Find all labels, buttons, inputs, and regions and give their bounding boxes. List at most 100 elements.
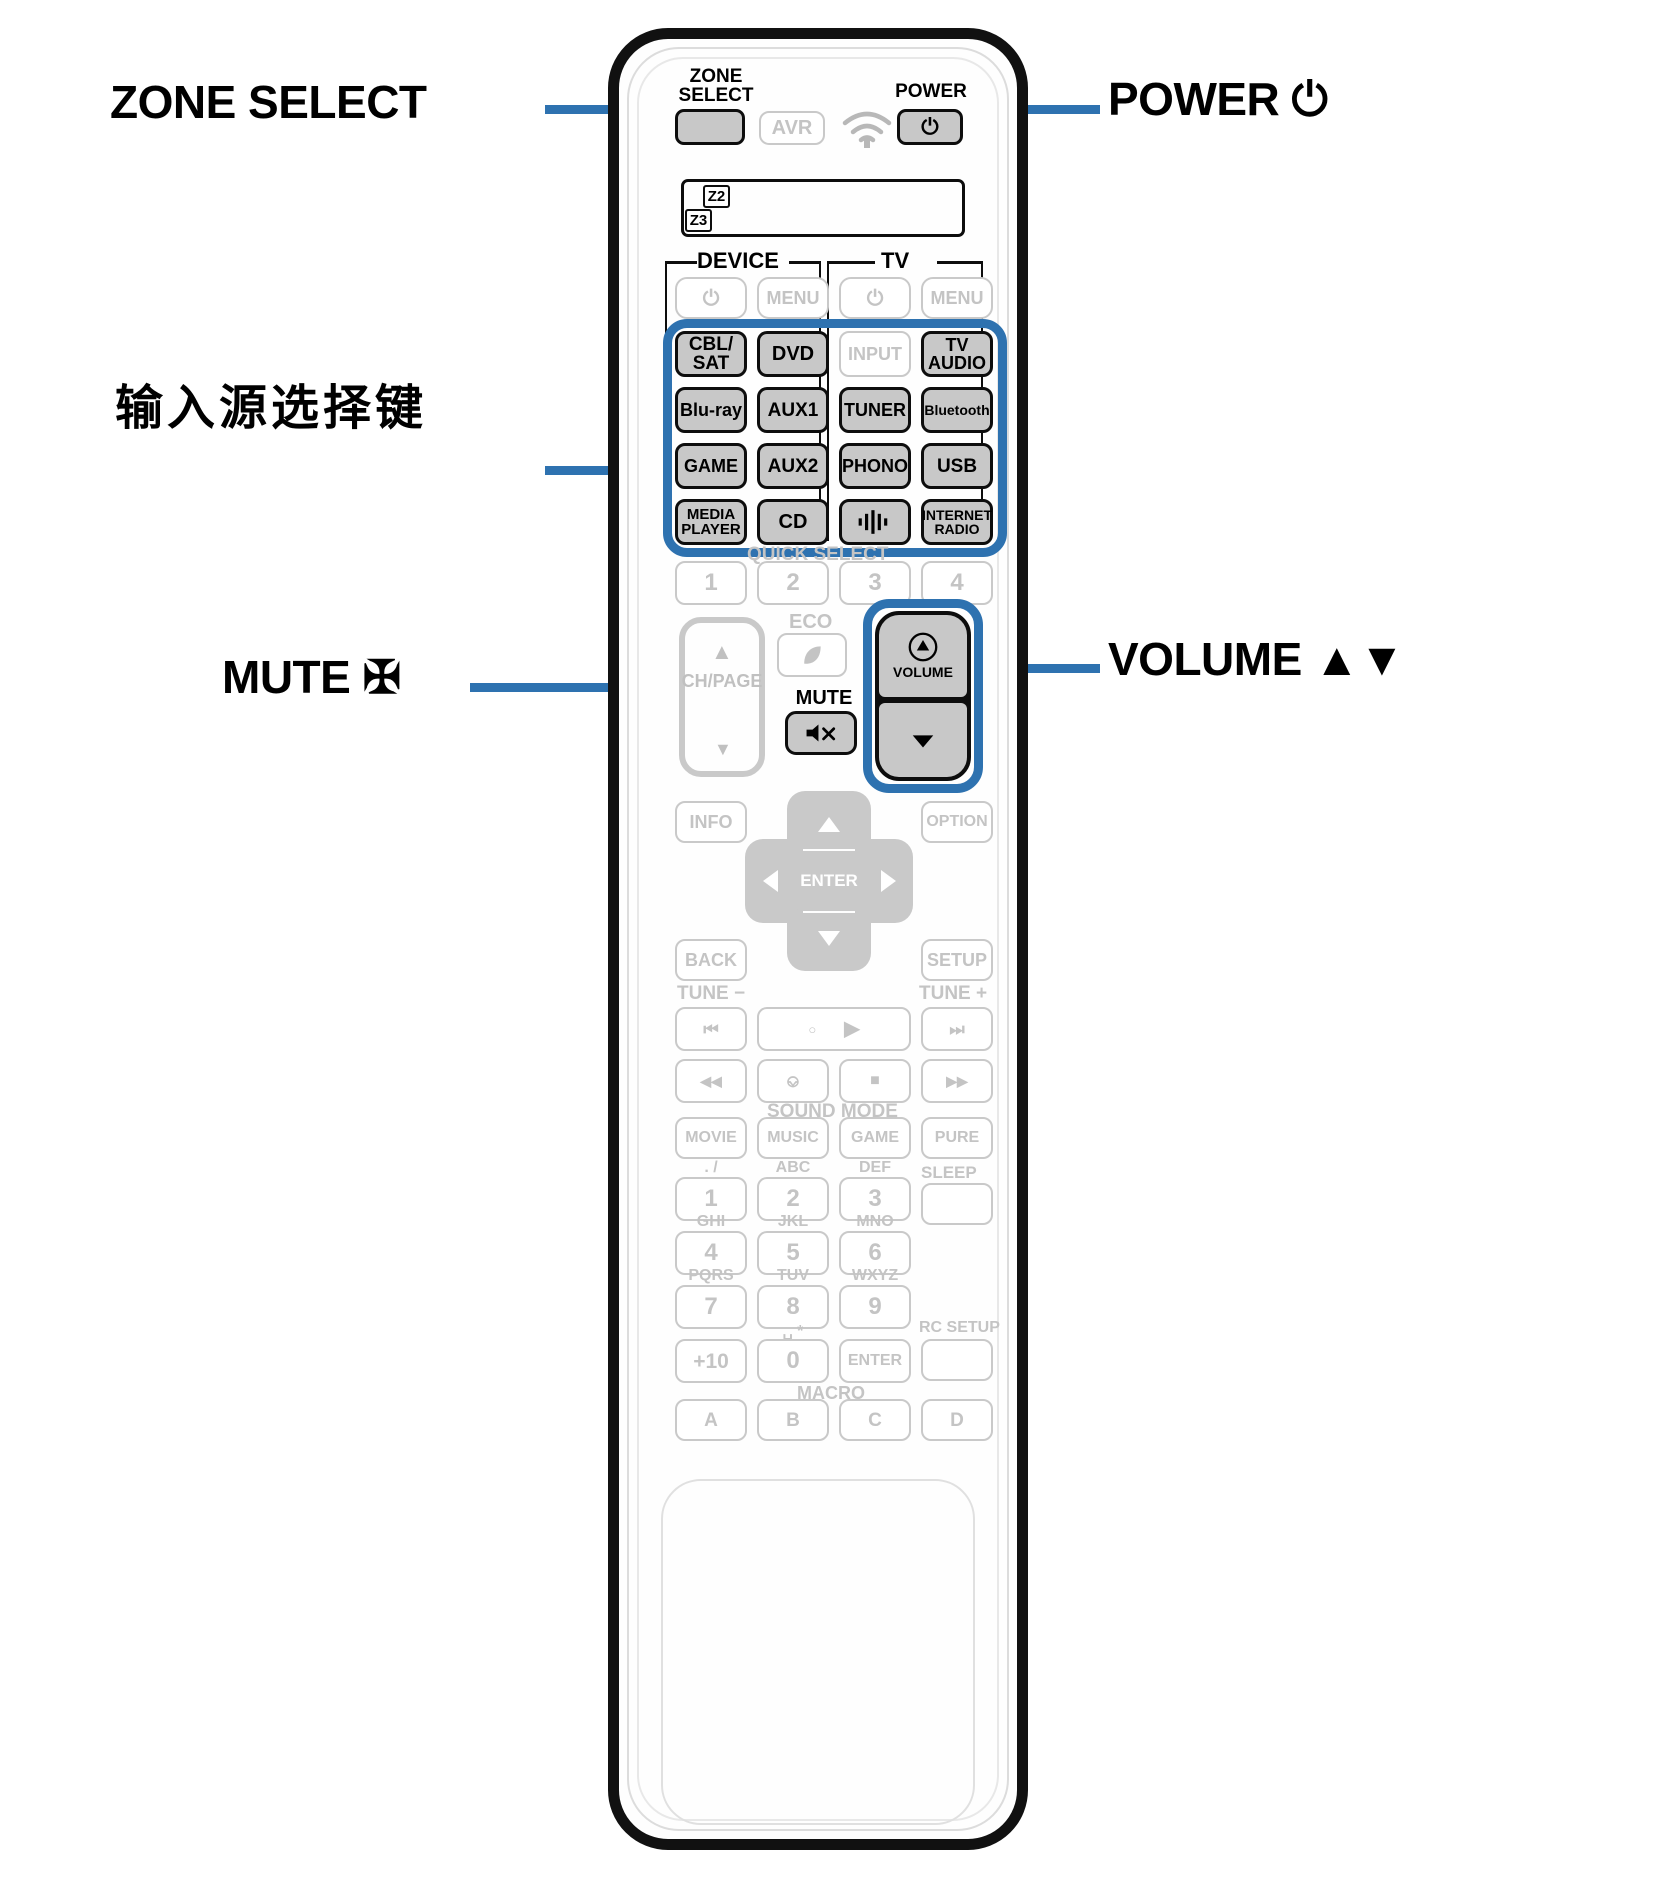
game-button[interactable]: GAME xyxy=(675,443,747,489)
avr-button[interactable]: AVR xyxy=(759,111,825,145)
internet-radio-button[interactable]: INTERNET RADIO xyxy=(921,499,993,545)
keypad-letters-5: JKL xyxy=(777,1213,809,1230)
zone-select-button[interactable] xyxy=(675,109,745,145)
info-button[interactable]: INFO xyxy=(675,801,747,843)
mute-button[interactable] xyxy=(785,711,857,755)
cbl-sat-button[interactable]: CBL/ SAT xyxy=(675,331,747,377)
callout-power: POWER ⏻ xyxy=(1108,73,1328,125)
keypad-letters-8: TUV xyxy=(777,1267,809,1284)
macro-c-button[interactable]: C xyxy=(839,1399,911,1441)
display-window xyxy=(681,179,965,237)
play-icon: ▶ xyxy=(844,1018,860,1040)
wifi-icon xyxy=(837,107,897,149)
tv-audio-button[interactable]: TV AUDIO xyxy=(921,331,993,377)
back-button[interactable]: BACK xyxy=(675,939,747,981)
keypad-7-button[interactable]: 7 xyxy=(675,1285,747,1329)
callout-line-volume xyxy=(990,664,1100,673)
tuner-button[interactable]: TUNER xyxy=(839,387,911,433)
tv-menu-button[interactable]: MENU xyxy=(921,277,993,319)
ch-page-up-arrow[interactable]: ▲ xyxy=(711,639,733,664)
quick-select-1-button[interactable]: 1 xyxy=(675,561,747,605)
volume-up-button[interactable]: VOLUME xyxy=(879,615,967,697)
keypad-letters-7: PQRS xyxy=(688,1267,734,1284)
cd-button[interactable]: CD xyxy=(757,499,829,545)
keypad-2-button[interactable]: 2 xyxy=(757,1177,829,1221)
eco-label: ECO xyxy=(789,611,833,633)
tv-bracket-top-left xyxy=(827,261,875,264)
quick-select-2-button[interactable]: 2 xyxy=(757,561,829,605)
keypad-letters-9: WXYZ xyxy=(851,1267,899,1284)
media-player-button[interactable]: MEDIA PLAYER xyxy=(675,499,747,545)
ch-page-down-arrow[interactable]: ▼ xyxy=(714,739,732,759)
aux1-button[interactable]: AUX1 xyxy=(757,387,829,433)
play-button[interactable]: ○ ▶ xyxy=(757,1007,911,1051)
keypad-enter-button[interactable]: ENTER xyxy=(839,1339,911,1383)
dvd-button[interactable]: DVD xyxy=(757,331,829,377)
device-power-button[interactable]: ⏻ xyxy=(675,277,747,319)
pause-button[interactable]: ⎉ xyxy=(757,1059,829,1103)
volume-up-icon xyxy=(908,632,938,662)
keypad-8-button[interactable]: 8 xyxy=(757,1285,829,1329)
z2-indicator: Z2 xyxy=(703,185,730,208)
volume-down-icon xyxy=(912,735,934,748)
callout-zone-select: ZONE SELECT xyxy=(110,76,427,128)
usb-button[interactable]: USB xyxy=(921,443,993,489)
macro-label: MACRO xyxy=(797,1383,865,1403)
keypad-plus10-button[interactable]: +10 xyxy=(675,1339,747,1383)
macro-a-button[interactable]: A xyxy=(675,1399,747,1441)
rc-setup-button[interactable] xyxy=(921,1339,993,1381)
fast-forward-button[interactable]: ▶▶ xyxy=(921,1059,993,1103)
macro-d-button[interactable]: D xyxy=(921,1399,993,1441)
stop-button[interactable]: ■ xyxy=(839,1059,911,1103)
keypad-9-button[interactable]: 9 xyxy=(839,1285,911,1329)
device-bracket-top-right xyxy=(789,261,821,264)
macro-b-button[interactable]: B xyxy=(757,1399,829,1441)
z3-indicator: Z3 xyxy=(685,209,712,232)
keypad-6-button[interactable]: 6 xyxy=(839,1231,911,1275)
device-menu-button[interactable]: MENU xyxy=(757,277,829,319)
sleep-label: SLEEP xyxy=(921,1163,977,1182)
callout-line-input-source xyxy=(545,466,665,475)
eco-button[interactable] xyxy=(777,633,847,677)
battery-cover-seam xyxy=(661,1479,975,1825)
bluray-button[interactable]: Blu-ray xyxy=(675,387,747,433)
aux2-button[interactable]: AUX2 xyxy=(757,443,829,489)
bluetooth-button[interactable]: Bluetooth xyxy=(921,387,993,433)
device-bracket-top-left xyxy=(665,261,697,264)
volume-down-button[interactable] xyxy=(879,703,967,777)
heos-button[interactable] xyxy=(839,499,911,545)
keypad-letters-3: DEF xyxy=(859,1159,891,1176)
sound-mode-movie-button[interactable]: MOVIE xyxy=(675,1117,747,1159)
keypad-letters-0: ␣ * xyxy=(782,1323,804,1340)
tv-power-button[interactable]: ⏻ xyxy=(839,277,911,319)
remote-control-body: ZONE SELECT AVR POWER ⏻ Z2 Z3 DEVICE TV … xyxy=(608,28,1028,1850)
sound-mode-music-button[interactable]: MUSIC xyxy=(757,1117,829,1159)
skip-back-button[interactable]: ⏮ xyxy=(675,1007,747,1051)
power-caption: POWER xyxy=(895,81,967,102)
ch-page-rocker[interactable] xyxy=(679,617,765,777)
keypad-1-button[interactable]: 1 xyxy=(675,1177,747,1221)
keypad-letters-2: ABC xyxy=(775,1159,811,1176)
quick-select-3-button[interactable]: 3 xyxy=(839,561,911,605)
setup-button[interactable]: SETUP xyxy=(921,939,993,981)
skip-forward-button[interactable]: ⏭ xyxy=(921,1007,993,1051)
keypad-5-button[interactable]: 5 xyxy=(757,1231,829,1275)
option-button[interactable]: OPTION xyxy=(921,801,993,843)
enter-button[interactable]: ENTER xyxy=(789,851,869,911)
sound-mode-pure-button[interactable]: PURE xyxy=(921,1117,993,1159)
keypad-4-button[interactable]: 4 xyxy=(675,1231,747,1275)
sound-mode-game-button[interactable]: GAME xyxy=(839,1117,911,1159)
keypad-3-button[interactable]: 3 xyxy=(839,1177,911,1221)
keypad-0-button[interactable]: 0 xyxy=(757,1339,829,1383)
power-button[interactable]: ⏻ xyxy=(897,109,963,145)
volume-label: VOLUME xyxy=(893,664,953,680)
rewind-button[interactable]: ◀◀ xyxy=(675,1059,747,1103)
quick-select-4-button[interactable]: 4 xyxy=(921,561,993,605)
device-group-label: DEVICE xyxy=(697,248,779,273)
sleep-button[interactable] xyxy=(921,1183,993,1225)
tune-plus-label: TUNE + xyxy=(919,983,988,1004)
dpad-down-button[interactable] xyxy=(787,913,871,971)
phono-button[interactable]: PHONO xyxy=(839,443,911,489)
input-button[interactable]: INPUT xyxy=(839,331,911,377)
zone-select-caption: ZONE SELECT xyxy=(678,66,754,106)
